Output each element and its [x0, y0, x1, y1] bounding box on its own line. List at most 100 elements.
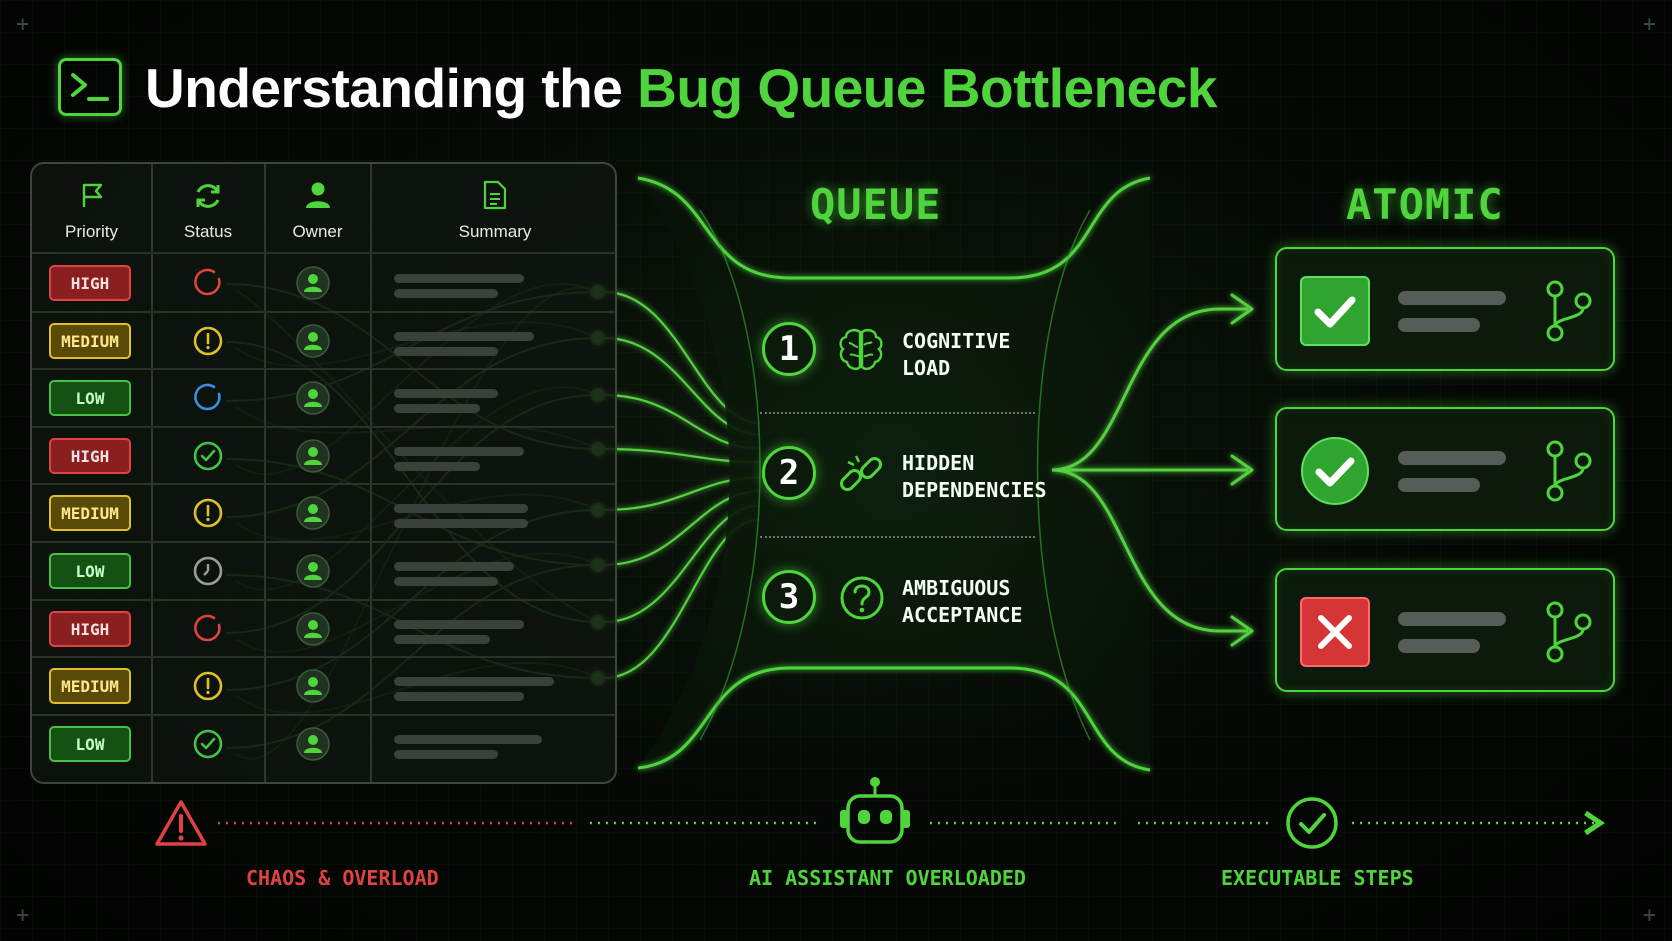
check-circle-outline-icon	[1286, 797, 1338, 849]
priority-badge: HIGH	[49, 265, 131, 301]
clock-alert-icon	[192, 497, 224, 533]
open-ring-icon	[192, 382, 224, 418]
summary-placeholder-bar	[394, 577, 498, 586]
summary-placeholder-bar	[394, 634, 490, 644]
atomic-heading: ATOMIC	[1346, 180, 1504, 229]
summary-placeholder-bar	[394, 692, 524, 702]
summary-placeholder-bar	[394, 461, 480, 471]
label-line: COGNITIVE	[902, 329, 1011, 353]
bug-table: Priority Status Owner Summary HIGH MEDIUM…	[30, 162, 617, 784]
column-header-summary: Summary	[371, 164, 615, 252]
column-divider	[370, 164, 372, 782]
queue-item-label: HIDDEN DEPENDENCIES	[902, 450, 1047, 504]
priority-badge: MEDIUM	[49, 322, 131, 359]
row-divider	[32, 483, 615, 486]
row-divider	[32, 598, 615, 601]
arrow-head	[1230, 615, 1254, 647]
robot-icon	[840, 777, 910, 844]
label-line: DEPENDENCIES	[902, 478, 1047, 502]
refresh-icon	[196, 184, 220, 208]
broken-link-icon	[839, 455, 883, 492]
avatar	[296, 266, 330, 304]
column-header-status: Status	[152, 164, 264, 252]
row-divider	[32, 541, 615, 543]
page-title: Understanding the Bug Queue Bottleneck	[145, 56, 1217, 120]
priority-badge: MEDIUM	[49, 668, 131, 705]
check-square-icon	[1300, 276, 1370, 346]
summary-placeholder-bar	[394, 274, 524, 283]
card-placeholder-bar	[1398, 478, 1480, 492]
ai-overloaded-label: AI ASSISTANT OVERLOADED	[749, 866, 1026, 890]
check-circle-icon	[192, 440, 224, 476]
card-placeholder-bar	[1398, 291, 1506, 305]
row-divider	[32, 310, 615, 313]
label-line: ACCEPTANCE	[902, 603, 1023, 627]
user-icon	[305, 182, 330, 208]
summary-placeholder-bar	[394, 331, 534, 341]
priority-badge: MEDIUM	[49, 495, 131, 532]
atomic-card	[1275, 568, 1615, 692]
priority-badge: HIGH	[49, 610, 131, 647]
priority-badge: HIGH	[49, 437, 131, 474]
queue-heading: QUEUE	[810, 180, 942, 229]
summary-placeholder-bar	[394, 519, 528, 529]
card-placeholder-bar	[1398, 318, 1480, 332]
terminal-icon	[58, 58, 122, 116]
corner-mark: +	[1642, 903, 1656, 928]
card-placeholder-bar	[1398, 451, 1506, 465]
column-header-label: Owner	[292, 222, 343, 241]
queue-funnel	[638, 178, 1150, 770]
brain-icon	[839, 329, 883, 370]
funnel-top-edge	[637, 176, 1151, 280]
clock-alert-icon	[192, 325, 224, 361]
atomic-card	[1275, 407, 1615, 531]
check-circle-icon	[192, 728, 224, 764]
row-divider	[32, 713, 615, 716]
summary-placeholder-bar	[394, 346, 498, 356]
label-line: AMBIGUOUS	[902, 576, 1011, 600]
summary-placeholder-bar	[394, 446, 524, 456]
git-branch-icon	[1546, 601, 1592, 663]
item-separator	[760, 412, 1035, 414]
summary-placeholder-bar	[394, 734, 542, 744]
card-placeholder-bar	[1398, 639, 1480, 653]
row-divider	[32, 425, 615, 428]
output-line	[1051, 307, 1248, 472]
avatar	[296, 323, 330, 362]
column-header-owner: Owner	[265, 164, 370, 252]
git-branch-icon	[1546, 280, 1592, 342]
avatar	[296, 439, 330, 477]
queue-item-number: 1	[762, 322, 816, 376]
column-header-priority: Priority	[32, 164, 151, 252]
column-header-label: Status	[183, 222, 233, 241]
corner-mark: +	[1642, 12, 1656, 37]
output-line	[1051, 468, 1248, 633]
priority-badge: LOW	[49, 725, 131, 762]
avatar	[296, 554, 330, 592]
summary-placeholder-bar	[394, 289, 498, 298]
clock-alert-icon	[192, 670, 224, 706]
funnel-bottom-edge	[637, 666, 1151, 772]
executable-steps-label: EXECUTABLE STEPS	[1221, 866, 1414, 890]
flag-icon	[82, 183, 102, 207]
summary-placeholder-bar	[394, 619, 524, 629]
arrow-head	[1230, 293, 1254, 325]
column-divider	[264, 164, 266, 782]
row-divider	[32, 656, 615, 659]
label-line: HIDDEN	[902, 451, 975, 475]
open-ring-icon	[192, 267, 224, 303]
title-prefix: Understanding the	[145, 57, 623, 119]
avatar	[296, 727, 330, 765]
open-ring-icon	[192, 613, 224, 649]
git-branch-icon	[1546, 440, 1592, 502]
avatar	[296, 611, 330, 650]
column-header-label: Summary	[458, 222, 532, 241]
clock-icon	[192, 555, 224, 591]
warning-icon	[155, 800, 207, 846]
corner-mark: +	[16, 903, 30, 928]
label-line: LOAD	[902, 356, 951, 380]
atomic-card	[1275, 247, 1615, 371]
row-divider	[32, 368, 615, 371]
column-header-label: Priority	[65, 222, 118, 241]
summary-placeholder-bar	[394, 389, 498, 399]
